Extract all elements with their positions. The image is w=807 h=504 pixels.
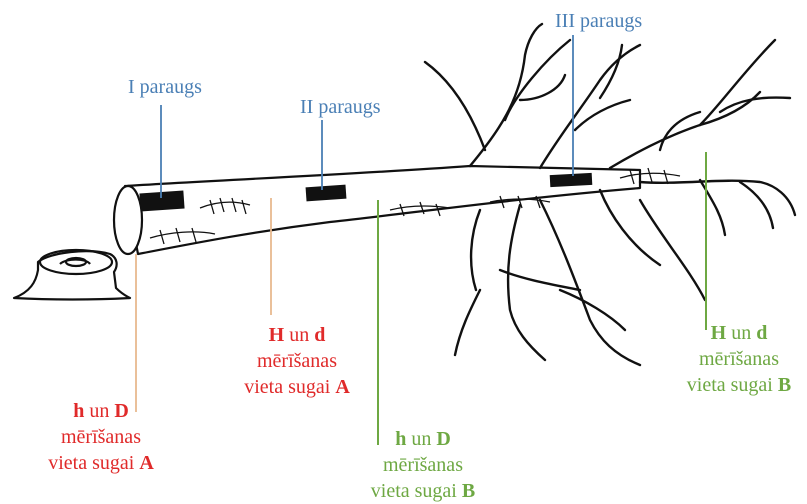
sample-II-marker bbox=[306, 185, 347, 202]
sample-II-label: II paraugs bbox=[300, 94, 381, 120]
label-vieta-sugai: vieta sugai bbox=[244, 376, 335, 398]
measure-label-B-lower: h un D mērīšanas vieta sugai B bbox=[358, 426, 488, 504]
label-merisanas: mērīšanas bbox=[674, 346, 804, 372]
label-D: D bbox=[436, 428, 450, 450]
label-h: h bbox=[73, 400, 84, 422]
label-species: A bbox=[335, 376, 349, 398]
label-species: B bbox=[462, 480, 475, 502]
sample-I-marker bbox=[139, 190, 184, 211]
tree-stump bbox=[14, 250, 130, 300]
measure-label-A-upper: H un d mērīšanas vieta sugai A bbox=[232, 322, 362, 400]
measure-label-B-upper: H un d mērīšanas vieta sugai B bbox=[674, 320, 804, 398]
measure-label-A-lower: h un D mērīšanas vieta sugai A bbox=[36, 398, 166, 476]
label-D: D bbox=[114, 400, 128, 422]
label-un: un bbox=[726, 322, 756, 344]
label-species: A bbox=[139, 452, 153, 474]
label-H: H bbox=[711, 322, 727, 344]
label-un: un bbox=[284, 324, 314, 346]
sample-I-label: I paraugs bbox=[128, 74, 202, 100]
label-vieta-sugai: vieta sugai bbox=[48, 452, 139, 474]
label-merisanas: mērīšanas bbox=[232, 348, 362, 374]
label-d: d bbox=[756, 322, 767, 344]
label-merisanas: mērīšanas bbox=[36, 424, 166, 450]
label-vieta-sugai: vieta sugai bbox=[371, 480, 462, 502]
label-un: un bbox=[84, 400, 114, 422]
label-d: d bbox=[314, 324, 325, 346]
label-species: B bbox=[778, 374, 791, 396]
label-H: H bbox=[269, 324, 285, 346]
label-un: un bbox=[406, 428, 436, 450]
label-h: h bbox=[395, 428, 406, 450]
label-vieta-sugai: vieta sugai bbox=[687, 374, 778, 396]
label-merisanas: mērīšanas bbox=[358, 452, 488, 478]
sample-III-marker bbox=[550, 173, 593, 187]
sample-III-label: III paraugs bbox=[555, 8, 642, 34]
